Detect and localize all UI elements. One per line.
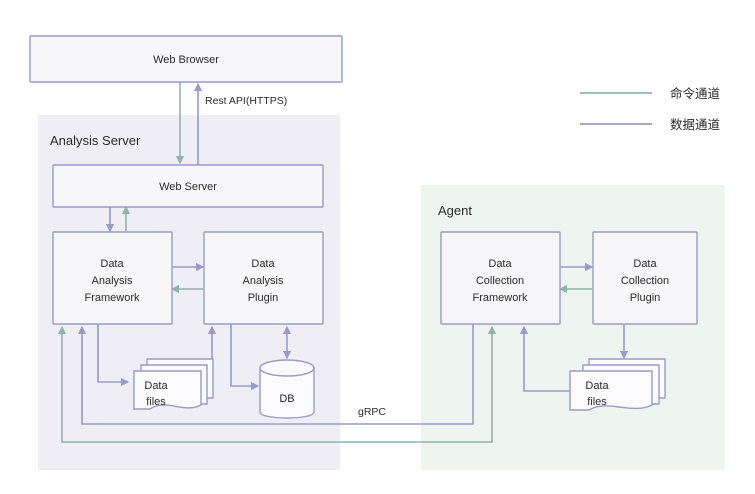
edge-agent-data-files-to-collection-framework [519, 325, 570, 392]
edge-analysis-framework-to-data-files [97, 324, 130, 387]
node-data-collection-framework[interactable] [440, 231, 561, 325]
edge-analysis-plugin-to-db-write [230, 324, 260, 391]
node-agent-data-files-label-line1: Data [585, 380, 609, 392]
panel-agent [421, 185, 725, 470]
edge-label-grpc: gRPC [358, 406, 386, 418]
node-server-data-files-label-line1: Data [144, 380, 168, 392]
panel-agent-title: Agent [438, 203, 472, 218]
node-web-browser-label: Web Browser [153, 54, 219, 66]
node-web-browser[interactable] [29, 35, 343, 83]
edge-agent-to-analysis-data-grpc [77, 324, 474, 425]
node-data-collection-plugin-label-line1: Data [633, 258, 657, 270]
node-data-analysis-framework-label-line2: Analysis [92, 275, 133, 287]
node-server-data-files-label-line2: files [146, 396, 166, 408]
legend: 命令通道 数据通道 [580, 86, 721, 132]
node-data-collection-framework-label-line1: Data [488, 258, 512, 270]
node-data-analysis-plugin[interactable] [203, 231, 324, 325]
node-web-server[interactable] [52, 164, 324, 208]
legend-label-command-channel: 命令通道 [670, 86, 721, 101]
edge-label-rest-api: Rest API(HTTPS) [205, 95, 287, 107]
node-data-analysis-framework-label-line3: Framework [84, 292, 140, 304]
node-data-analysis-framework[interactable] [52, 231, 173, 325]
node-data-analysis-plugin-label-line2: Analysis [243, 275, 284, 287]
node-data-collection-framework-label-line3: Framework [472, 292, 528, 304]
node-database-label: DB [279, 393, 294, 405]
node-agent-data-files-label-line2: files [587, 396, 607, 408]
node-data-collection-plugin-label-line3: Plugin [630, 292, 661, 304]
node-data-analysis-plugin-label-line1: Data [251, 258, 275, 270]
node-server-data-files[interactable]: Data files [133, 358, 214, 410]
node-web-server-label: Web Server [159, 181, 217, 193]
node-data-collection-framework-label-line2: Collection [476, 275, 524, 287]
node-agent-data-files[interactable]: Data files [569, 358, 666, 411]
edge-analysis-to-agent-command-grpc [57, 325, 497, 443]
node-database[interactable]: DB [259, 359, 315, 419]
legend-label-data-channel: 数据通道 [670, 117, 721, 132]
node-data-analysis-plugin-label-line3: Plugin [248, 292, 279, 304]
node-data-collection-plugin[interactable] [592, 231, 698, 325]
panel-analysis-server-title: Analysis Server [50, 133, 141, 148]
node-data-analysis-framework-label-line1: Data [100, 258, 124, 270]
node-data-collection-plugin-label-line2: Collection [621, 275, 669, 287]
